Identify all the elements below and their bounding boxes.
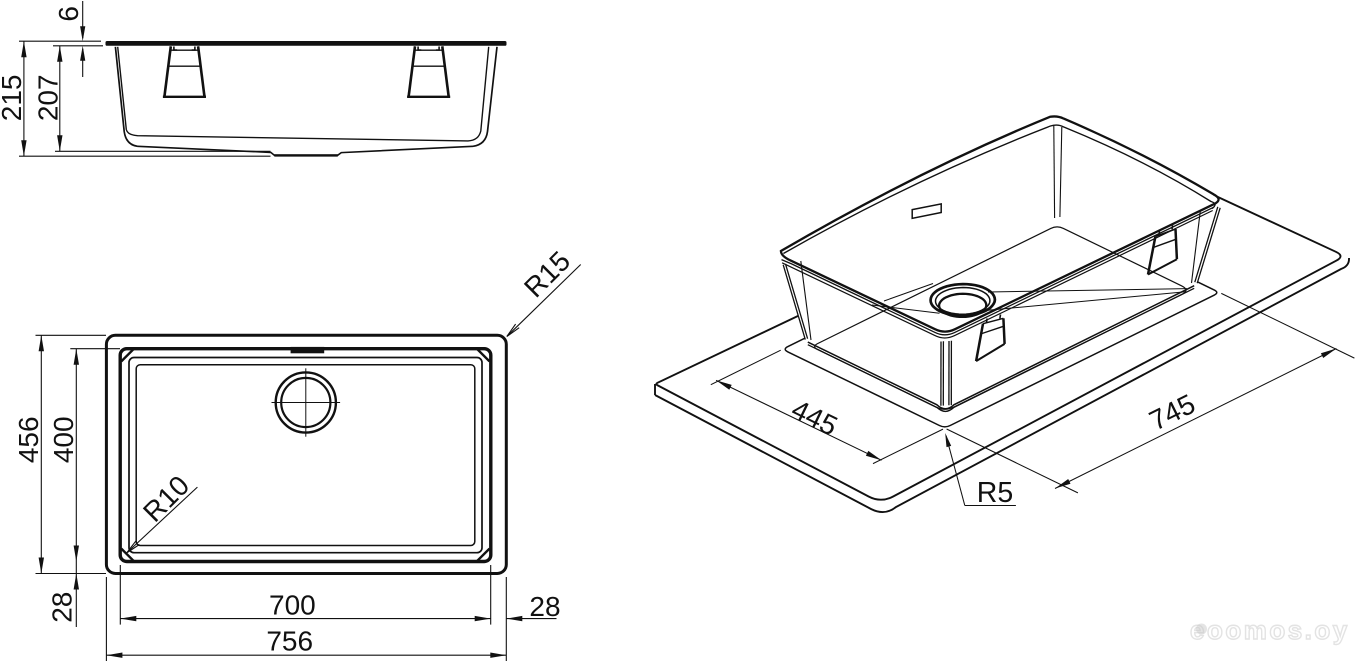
svg-text:6: 6 bbox=[53, 6, 84, 22]
svg-text:456: 456 bbox=[13, 416, 44, 463]
svg-text:400: 400 bbox=[48, 416, 79, 463]
svg-text:700: 700 bbox=[269, 589, 316, 620]
svg-text:R5: R5 bbox=[977, 477, 1013, 509]
svg-text:eoomos.oy: eoomos.oy bbox=[1190, 615, 1350, 645]
svg-text:28: 28 bbox=[46, 592, 77, 623]
svg-text:207: 207 bbox=[32, 74, 63, 121]
svg-text:28: 28 bbox=[529, 591, 560, 622]
svg-text:215: 215 bbox=[0, 75, 27, 122]
svg-text:756: 756 bbox=[266, 626, 313, 657]
